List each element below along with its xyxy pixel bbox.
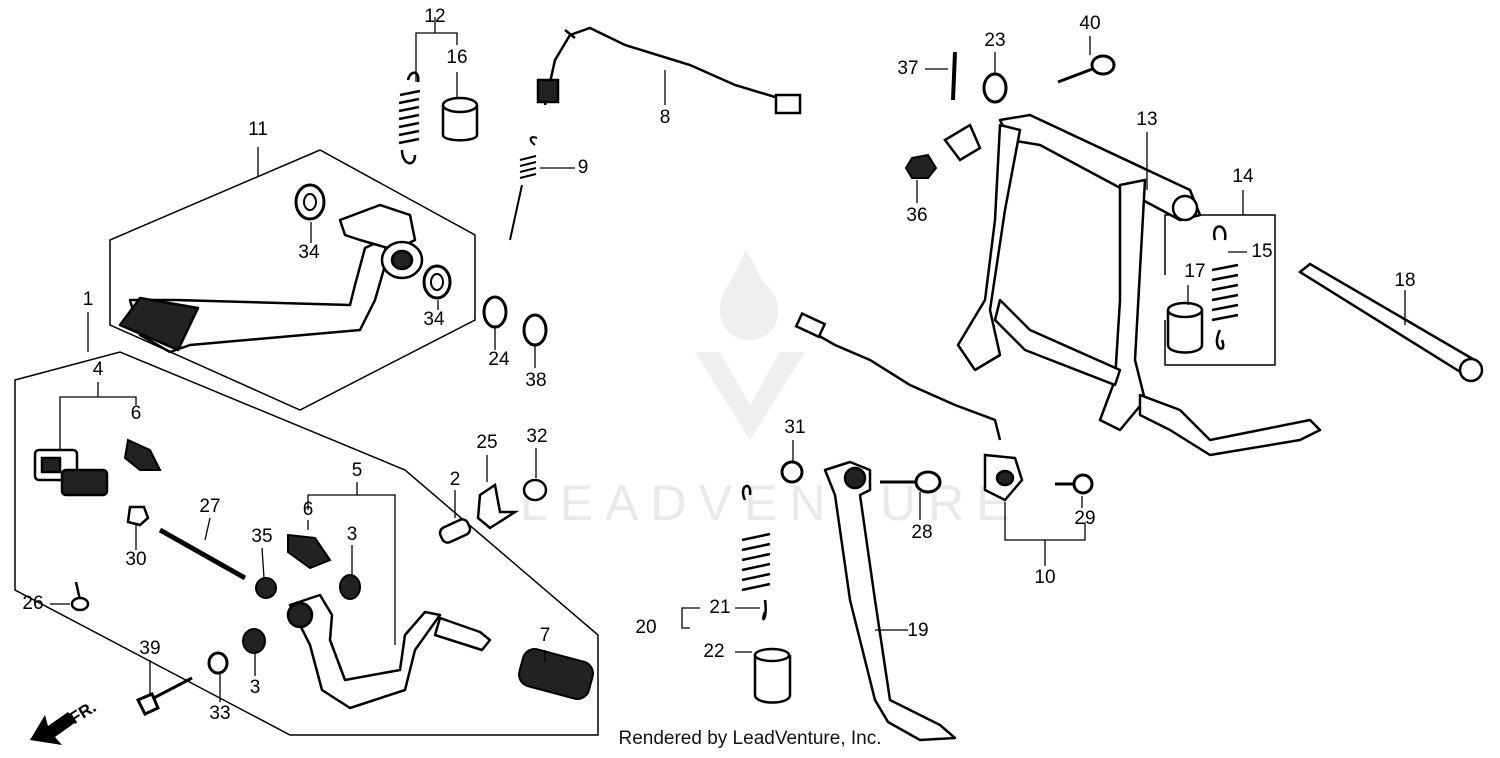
brake-pedal [118,203,424,354]
bolt-29 [1055,473,1094,495]
shift-joint-4 [33,448,109,497]
callout-13: 13 [1136,109,1157,130]
callout-36: 36 [906,205,927,226]
watermark-text: LEADVENTURE [520,475,1022,531]
callout-38: 38 [525,370,546,391]
bolt-40 [1057,54,1116,84]
callout-20: 20 [635,617,656,638]
callout-26: 26 [22,593,43,614]
callout-7: 7 [540,625,551,646]
washer-33 [207,651,229,675]
callout-12: 12 [424,6,445,27]
group-outlines [14,149,1276,736]
side-stand-spring-21 [741,484,771,621]
nut-30 [126,505,150,527]
callout-15: 15 [1251,241,1272,262]
leader-lines [50,17,1406,702]
nut-36 [904,153,938,179]
washer-24 [482,295,508,329]
rubber-boot-6a [123,438,162,471]
seal-3a [339,574,361,600]
collar-22 [753,647,792,704]
callout-32: 32 [526,426,547,447]
shift-rubber-7 [518,648,594,700]
brake-pedal-pad [118,296,200,352]
nut-32 [522,478,548,502]
callout-5: 5 [352,460,363,481]
clip-25 [476,482,520,530]
callout-6: 6 [131,403,142,424]
callout-4: 4 [93,359,104,380]
bolt-39 [135,676,193,716]
callout-39: 39 [139,638,160,659]
washer-38 [522,313,548,347]
callout-17: 17 [1184,261,1205,282]
brake-switch-spring-9 [509,136,538,241]
callout-33: 33 [209,703,230,724]
callout-23: 23 [984,30,1005,51]
callout-3: 3 [347,524,358,545]
callout-25: 25 [476,432,497,453]
callout-11: 11 [248,119,268,140]
callout-1: 1 [83,289,94,310]
callout-24: 24 [488,349,510,370]
brake-switch-8 [536,26,802,115]
callout-22: 22 [703,641,724,662]
side-stand-19 [823,460,957,742]
bracket-stopper [943,123,982,162]
callout-31: 31 [784,417,805,438]
callout-14: 14 [1232,166,1254,187]
shift-rod-27 [158,527,247,581]
brake-spring-12 [398,71,421,165]
collar-16 [441,96,479,142]
callout-34: 34 [423,309,445,330]
nut-31 [780,460,804,484]
callout-10: 10 [1034,567,1055,588]
callout-29: 29 [1074,508,1095,529]
callout-labels: 1 2 3 3 4 5 6 6 7 8 9 10 11 12 13 14 15 … [22,6,1415,724]
watermark-logo: LEADVENTURE [520,250,1022,531]
callout-6: 6 [303,499,314,520]
rubber-boot-6b [287,533,332,570]
callout-35: 35 [251,526,272,547]
shift-pedal-5 [286,593,492,710]
pin-2 [438,518,472,544]
side-stand-switch-10 [794,311,1024,502]
main-stand-13 [956,113,1322,457]
oil-seal-34a [294,183,326,221]
shaft-18 [1297,262,1484,383]
shift-pedal-group-outline [14,351,599,736]
oil-seal-34b [422,264,452,300]
brake-pedal-group-outline [109,149,476,411]
callout-30: 30 [125,549,146,570]
spring-set-bracket [1164,214,1276,366]
callout-19: 19 [907,620,928,641]
bolt-28 [880,470,942,494]
callout-21: 21 [709,597,730,618]
collar-17 [1166,301,1204,354]
bolt-26 [70,581,90,612]
callout-40: 40 [1079,13,1100,34]
callout-34: 34 [298,242,320,263]
washer-23 [982,72,1008,104]
callout-28: 28 [911,522,932,543]
callout-3: 3 [250,677,261,698]
nut-35 [255,577,277,599]
callout-2: 2 [450,469,461,490]
callout-27: 27 [199,496,220,517]
credit-text: Rendered by LeadVenture, Inc. [618,728,882,749]
pin-37 [951,51,957,101]
callout-8: 8 [660,107,671,128]
main-stand-spring-15 [1211,225,1239,350]
callout-18: 18 [1394,270,1415,291]
callout-37: 37 [897,58,918,79]
callout-9: 9 [578,157,589,178]
callout-16: 16 [446,47,467,68]
seal-3b [242,628,266,654]
